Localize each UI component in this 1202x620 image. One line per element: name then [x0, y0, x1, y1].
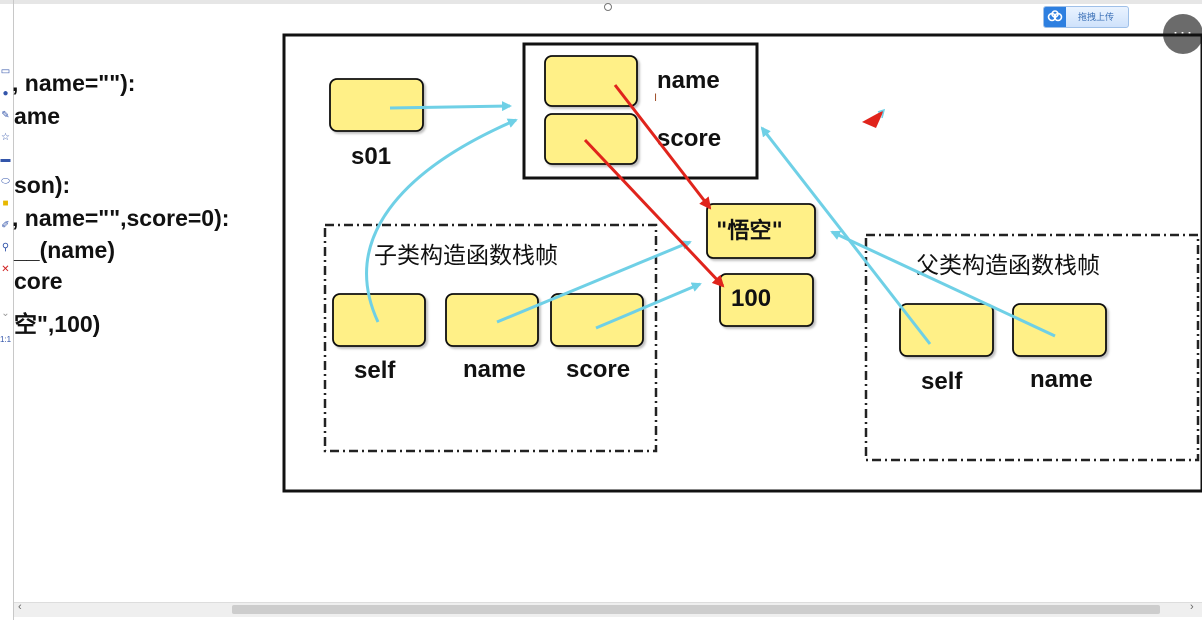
code-line-6: __(name): [14, 237, 115, 263]
object-name-cell: [544, 55, 638, 107]
child-score-cell: [550, 293, 644, 347]
s01-cell: [329, 78, 424, 132]
arrow-child-self-to-object: [365, 118, 518, 323]
child-stack-frame: [323, 223, 658, 453]
upload-label: 拖拽上传: [1078, 12, 1115, 22]
child-score-label: score: [566, 356, 630, 383]
value-name-label: "悟空": [716, 218, 783, 244]
arrow-parent-name-to-value: [830, 230, 1056, 338]
arrow-child-score-to-value: [595, 282, 702, 330]
parent-stack-frame: [864, 233, 1200, 462]
pen-tool-icon[interactable]: ✎: [1, 110, 10, 121]
code-line-8: 空",100): [14, 311, 101, 337]
info-tool-icon[interactable]: ●: [2, 88, 9, 99]
child-frame-title: 子类构造函数栈帧: [374, 243, 558, 269]
code-line-1: , name=""):: [12, 70, 136, 96]
rectangle-tool-icon[interactable]: ▬: [0, 154, 11, 165]
link-tool-icon[interactable]: ⚲: [1, 242, 10, 253]
select-tool-icon[interactable]: ▭: [0, 66, 11, 77]
parent-self-cell: [899, 303, 994, 357]
scroll-right-icon[interactable]: ›: [1190, 601, 1194, 613]
code-line-7: core: [14, 268, 63, 294]
ratio-tool-icon[interactable]: 1:1: [0, 335, 12, 344]
resize-handle[interactable]: [604, 3, 612, 11]
child-self-cell: [332, 293, 426, 347]
value-name-cell: [706, 203, 816, 259]
upload-button[interactable]: 拖拽上传: [1043, 6, 1129, 28]
child-name-cell: [445, 293, 539, 347]
code-line-2: ame: [14, 103, 61, 129]
shape-tool-icon[interactable]: ☆: [1, 132, 10, 143]
memory-diagram: name score I s01 子类构造函数栈帧 self name scor…: [282, 33, 1202, 493]
parent-frame-title: 父类构造函数栈帧: [916, 253, 1100, 279]
chevron-down-icon[interactable]: ⌄: [1, 308, 10, 319]
value-score-label: 100: [731, 285, 771, 312]
arrow-s01-to-object: [389, 101, 512, 112]
toolbar-divider: [13, 0, 14, 620]
parent-name-label: name: [1030, 366, 1093, 393]
pointer-arrow-icon: [862, 110, 884, 128]
annotation-toolbar: ▭ ● ✎ ☆ ▬ ⬭ ■ ✐ ⚲ ✕ ⌄ 1:1: [0, 60, 12, 360]
arrow-parent-self-to-object: [760, 126, 932, 345]
highlight-tool-icon[interactable]: ■: [2, 198, 9, 209]
horizontal-scrollbar[interactable]: ‹ ›: [14, 601, 1202, 617]
arrow-name-field-to-value: [613, 84, 712, 210]
scroll-left-icon[interactable]: ‹: [18, 601, 22, 613]
child-name-label: name: [463, 356, 526, 383]
cloud-upload-icon: [1044, 7, 1066, 27]
object-score-cell: [544, 113, 638, 165]
marker-tool-icon[interactable]: ✐: [1, 220, 10, 231]
arrow-score-field-to-value: [583, 138, 725, 288]
value-score-cell: [719, 273, 814, 327]
scrollbar-thumb[interactable]: [232, 605, 1160, 614]
object-score-label: score: [657, 125, 721, 152]
close-icon[interactable]: ✕: [1, 264, 10, 275]
code-line-4: son):: [14, 172, 71, 198]
object-name-label: name: [657, 67, 720, 94]
text-cursor-icon: I: [654, 92, 657, 104]
pointer-arrow-accent: [877, 108, 886, 119]
child-self-label: self: [354, 357, 396, 384]
memory-frame: [282, 33, 1202, 493]
ellipse-tool-icon[interactable]: ⬭: [1, 176, 10, 187]
arrow-child-name-to-value: [496, 240, 692, 324]
code-line-5: , name="",score=0):: [12, 205, 230, 231]
s01-label: s01: [351, 143, 391, 170]
parent-self-label: self: [921, 368, 963, 395]
window-top-bar: [0, 0, 1202, 4]
parent-name-cell: [1012, 303, 1107, 357]
